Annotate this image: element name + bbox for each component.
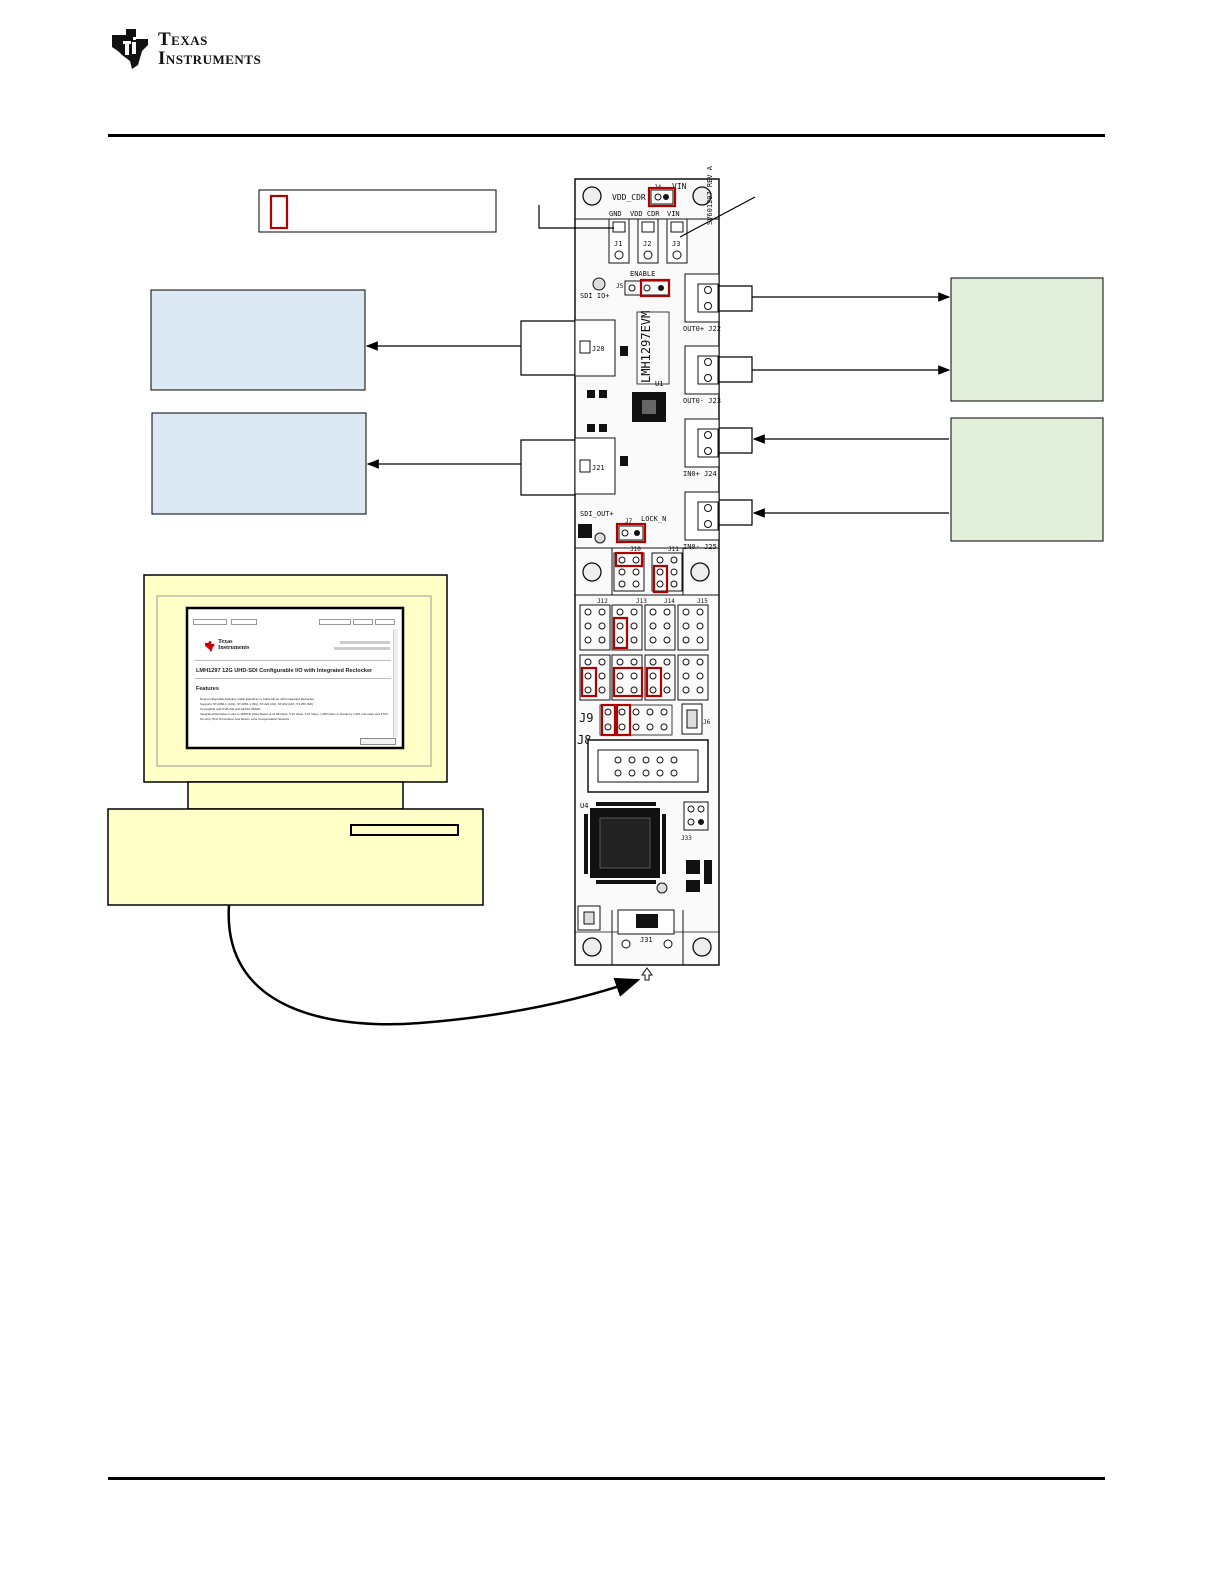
label-sdi-io: SDI IO+ xyxy=(580,292,610,300)
svg-text:J1: J1 xyxy=(614,240,622,248)
header-j10 xyxy=(613,551,645,592)
label-gnd: GND xyxy=(609,210,622,218)
svg-text:IN0- J25: IN0- J25 xyxy=(683,543,717,551)
header-row-upper xyxy=(579,604,709,651)
pc-monitor-stand xyxy=(187,781,404,810)
output-callout-box xyxy=(950,277,1104,402)
label-enable: ENABLE xyxy=(630,270,655,278)
label-u1: U1 xyxy=(655,380,663,388)
bnc-connector-j21: J21 xyxy=(574,437,616,495)
connector-j24: IN0+ J24 xyxy=(683,418,720,478)
evm-board: VDD_CDR VIN J4 GND VDD CDR VIN J1 J2 J3 xyxy=(574,165,721,966)
label-vin: VIN xyxy=(667,210,680,218)
mounting-hole xyxy=(582,937,602,957)
usb-connector-j31: J31 xyxy=(617,909,675,949)
input-callout-box xyxy=(950,417,1104,542)
ti-logo-icon xyxy=(112,29,148,69)
label-vdd-cdr: VDD CDR xyxy=(630,210,660,218)
label-sdi-out: SDI_OUT+ xyxy=(580,510,614,518)
connector-j25: IN0- J25 xyxy=(683,491,720,551)
header-j9 xyxy=(599,703,673,737)
header-rule xyxy=(108,134,1105,137)
pc-tower xyxy=(107,808,484,906)
svg-text:J11: J11 xyxy=(668,546,679,553)
gui-feature-item: Compatible with DVB-ASI and AES10 (MADI) xyxy=(200,707,261,711)
label-u4: U4 xyxy=(580,802,588,810)
legend-box xyxy=(258,189,497,233)
mounting-hole xyxy=(690,562,710,582)
terminal-j1: J1 xyxy=(608,218,630,264)
gui-bottom-button[interactable] xyxy=(360,738,396,745)
mounting-hole xyxy=(692,186,712,206)
terminal-j2: J2 xyxy=(637,218,659,264)
svg-text:J21: J21 xyxy=(592,464,605,472)
label-lock-n: LOCK_N xyxy=(641,515,666,523)
pc-drive-slot xyxy=(350,824,459,836)
ti-logo: Texas Instruments xyxy=(108,25,298,70)
mounting-hole xyxy=(582,562,602,582)
logo-line1: Texas xyxy=(158,29,208,50)
gui-feature-item: Dual Configurable Adaptive Cable Equaliz… xyxy=(200,697,315,701)
label-j7: J7 xyxy=(625,518,633,525)
connector-j22: OUT0+ J22 xyxy=(683,273,721,333)
header-row-lower xyxy=(579,654,709,701)
sdi-out-callout-box xyxy=(151,412,367,515)
header-j33: J33 xyxy=(681,801,709,842)
gui-feature-item: Integrated Reclocker Locks to SMPTE Vide… xyxy=(200,712,388,716)
gui-title: LMH1297 12G UHD-SDI Configurable I/O wit… xyxy=(196,668,373,674)
svg-text:J2: J2 xyxy=(643,240,651,248)
connector-j23: OUT0- J23 xyxy=(683,345,721,405)
svg-text:J10: J10 xyxy=(630,546,641,553)
logo-line2: Instruments xyxy=(158,48,262,69)
gui-feature-item: Supports ST-2082-1 (12G), ST-2081-1 (6G)… xyxy=(200,702,313,706)
gui-toolbar xyxy=(193,613,397,627)
gui-ti-logo-icon xyxy=(205,641,215,652)
connector-j8 xyxy=(587,739,709,793)
gui-logo-line2: Instruments xyxy=(218,645,250,651)
label-j9: J9 xyxy=(579,711,593,725)
usb-up-arrow-icon xyxy=(641,967,653,981)
svg-text:J20: J20 xyxy=(592,345,605,353)
svg-text:OUT0- J23: OUT0- J23 xyxy=(683,397,721,405)
switch-j6: J6 xyxy=(681,703,711,735)
label-rev: SV601297 REV A xyxy=(706,165,714,225)
mounting-hole xyxy=(692,937,712,957)
label-j5: J5 xyxy=(616,283,624,290)
gui-feature-item: On-chip 75-Ω Termination and Return Loss… xyxy=(200,717,290,721)
svg-text:J3: J3 xyxy=(672,240,680,248)
board-title: LMH1297EVM xyxy=(639,311,653,383)
header-j11 xyxy=(651,552,683,594)
gui-logo-line1: Texas xyxy=(218,639,233,645)
terminal-j3: J3 xyxy=(666,218,688,264)
svg-text:OUT0+ J22: OUT0+ J22 xyxy=(683,325,721,333)
svg-text:J12: J12 xyxy=(597,598,608,605)
gui-ti-logo: Texas Instruments xyxy=(204,639,264,655)
svg-text:J31: J31 xyxy=(640,936,653,944)
label-vin-top: VIN xyxy=(672,182,687,191)
svg-text:J15: J15 xyxy=(697,598,708,605)
gui-scrollbar[interactable] xyxy=(393,629,398,737)
gui-features-heading: Features xyxy=(196,686,219,692)
gui-screenshot: Texas Instruments LMH1297 12G UHD-SDI Co… xyxy=(190,611,400,745)
chip-u1 xyxy=(632,392,666,422)
gui-features-list: Dual Configurable Adaptive Cable Equaliz… xyxy=(200,697,388,722)
mounting-hole xyxy=(582,186,602,206)
chip-u4 xyxy=(584,802,666,884)
sdi-io-callout-box xyxy=(150,289,366,391)
svg-text:J33: J33 xyxy=(681,835,692,842)
footer-rule xyxy=(108,1477,1105,1480)
svg-text:IN0+ J24: IN0+ J24 xyxy=(683,470,717,478)
label-vdd-cdr-top: VDD_CDR xyxy=(612,193,646,202)
svg-text:J14: J14 xyxy=(664,598,675,605)
svg-text:J13: J13 xyxy=(636,598,647,605)
svg-text:J6: J6 xyxy=(703,719,711,726)
callout-lines xyxy=(227,196,951,1026)
bnc-connector-j20: J20 xyxy=(574,319,616,377)
